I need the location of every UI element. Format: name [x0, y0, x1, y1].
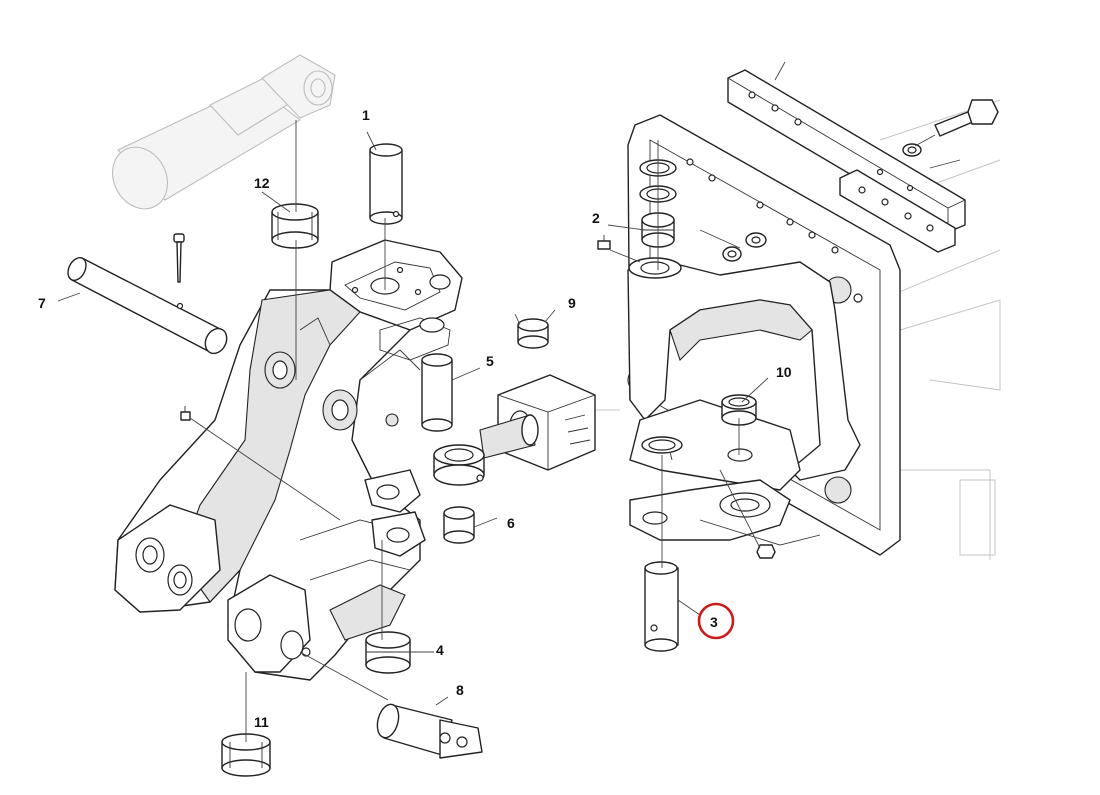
grease-nipple-left [180, 406, 191, 421]
callout-10: 10 [776, 364, 792, 380]
part-3-pin [644, 561, 679, 652]
callout-3-highlight-circle [697, 602, 735, 640]
callout-7: 7 [38, 295, 46, 311]
part-8-clevis-pin [376, 703, 483, 759]
callout-5: 5 [486, 353, 494, 369]
callout-labels: 1 2 3 4 5 6 7 8 9 10 11 12 [38, 107, 792, 730]
bolt [902, 99, 999, 157]
leader-lines [57, 61, 961, 742]
callout-1: 1 [362, 107, 370, 123]
part-5-pin [421, 353, 453, 432]
mounting-plate-upper [727, 69, 966, 233]
part-6-bushing [443, 506, 475, 544]
part-7-long-pin [67, 257, 228, 355]
snap-ring [641, 436, 683, 461]
part-9-bushing [517, 318, 549, 349]
mounting-frame-right [627, 114, 901, 556]
sliding-block-assembly [479, 374, 596, 471]
grease-nipple-right [597, 235, 611, 250]
mounting-plate-lower [839, 168, 956, 253]
nut [756, 544, 776, 559]
part-2-seal-rings [639, 159, 677, 248]
part-1-pin [369, 143, 403, 225]
callout-12: 12 [254, 175, 270, 191]
part-4-bushing [365, 631, 411, 674]
retaining-pin [173, 233, 185, 283]
callout-11: 11 [254, 714, 269, 730]
washers [722, 232, 767, 262]
part-6-ring [433, 444, 485, 486]
callout-2: 2 [592, 210, 600, 226]
callout-9: 9 [568, 295, 576, 311]
callout-4: 4 [436, 642, 444, 658]
hydraulic-cylinder-ghost [112, 54, 336, 210]
callout-3: 3 [710, 614, 718, 630]
callout-6: 6 [507, 515, 515, 531]
swing-bracket-left [114, 239, 463, 681]
callout-8: 8 [456, 682, 464, 698]
part-12-bushing [271, 203, 319, 249]
